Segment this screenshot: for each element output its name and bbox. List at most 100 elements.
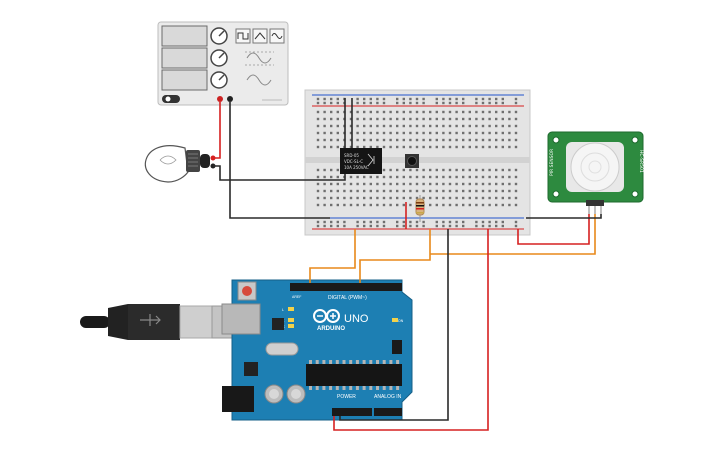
breadboard-hole[interactable] [382, 175, 386, 179]
breadboard-hole[interactable] [356, 224, 359, 228]
breadboard-hole[interactable] [422, 117, 425, 121]
breadboard-hole[interactable] [382, 189, 386, 193]
breadboard-hole[interactable] [475, 203, 478, 207]
pushbutton[interactable] [405, 154, 419, 168]
breadboard-hole[interactable] [508, 138, 511, 142]
breadboard-hole[interactable] [488, 224, 491, 228]
breadboard-hole[interactable] [363, 182, 366, 186]
breadboard-hole[interactable] [422, 124, 425, 128]
breadboard-hole[interactable] [363, 220, 366, 224]
breadboard-hole[interactable] [468, 168, 471, 172]
breadboard-hole[interactable] [415, 168, 419, 172]
breadboard-hole[interactable] [462, 175, 465, 179]
breadboard-hole[interactable] [462, 117, 465, 121]
breadboard-hole[interactable] [455, 138, 458, 142]
breadboard-hole[interactable] [448, 117, 452, 121]
breadboard-hole[interactable] [336, 189, 339, 193]
breadboard-hole[interactable] [363, 203, 366, 207]
breadboard-hole[interactable] [422, 182, 425, 186]
breadboard-hole[interactable] [409, 124, 412, 128]
breadboard-hole[interactable] [429, 168, 432, 172]
breadboard-hole[interactable] [369, 124, 372, 128]
wire-fn-gnd[interactable] [229, 102, 330, 219]
breadboard-hole[interactable] [336, 101, 339, 105]
breadboard-hole[interactable] [435, 182, 438, 186]
breadboard-hole[interactable] [363, 145, 366, 149]
breadboard-hole[interactable] [462, 196, 465, 200]
breadboard-hole[interactable] [389, 182, 392, 186]
breadboard-hole[interactable] [462, 110, 465, 114]
breadboard-hole[interactable] [363, 110, 366, 114]
breadboard-hole[interactable] [402, 224, 405, 228]
fn-positive-terminal[interactable] [217, 96, 223, 102]
breadboard-hole[interactable] [382, 110, 386, 114]
breadboard-hole[interactable] [369, 189, 372, 193]
breadboard-hole[interactable] [356, 182, 359, 186]
breadboard-hole[interactable] [343, 220, 346, 224]
breadboard-hole[interactable] [495, 97, 498, 101]
resistor[interactable] [415, 195, 425, 222]
breadboard-hole[interactable] [323, 175, 326, 179]
breadboard-hole[interactable] [422, 175, 425, 179]
breadboard-hole[interactable] [402, 124, 405, 128]
breadboard-hole[interactable] [409, 145, 412, 149]
breadboard-hole[interactable] [402, 131, 405, 135]
breadboard-hole[interactable] [442, 220, 445, 224]
breadboard-hole[interactable] [330, 124, 333, 128]
breadboard-hole[interactable] [435, 131, 438, 135]
breadboard-hole[interactable] [481, 124, 485, 128]
breadboard-hole[interactable] [442, 189, 445, 193]
breadboard-hole[interactable] [475, 124, 478, 128]
breadboard-hole[interactable] [336, 117, 339, 121]
breadboard-hole[interactable] [435, 124, 438, 128]
breadboard-hole[interactable] [363, 131, 366, 135]
breadboard-hole[interactable] [468, 203, 471, 207]
breadboard-hole[interactable] [508, 203, 511, 207]
breadboard-hole[interactable] [330, 220, 333, 224]
breadboard-hole[interactable] [448, 220, 452, 224]
breadboard-hole[interactable] [376, 97, 379, 101]
breadboard-hole[interactable] [475, 168, 478, 172]
breadboard-hole[interactable] [402, 117, 405, 121]
breadboard-hole[interactable] [462, 189, 465, 193]
breadboard-hole[interactable] [343, 203, 346, 207]
breadboard-hole[interactable] [422, 189, 425, 193]
breadboard-hole[interactable] [415, 131, 419, 135]
breadboard-hole[interactable] [316, 124, 320, 128]
breadboard-hole[interactable] [481, 110, 485, 114]
power-header[interactable] [332, 408, 372, 416]
breadboard-hole[interactable] [343, 224, 346, 228]
breadboard-hole[interactable] [396, 203, 399, 207]
breadboard-hole[interactable] [514, 138, 518, 142]
breadboard-hole[interactable] [448, 182, 452, 186]
breadboard-hole[interactable] [389, 189, 392, 193]
breadboard-hole[interactable] [442, 110, 445, 114]
breadboard-hole[interactable] [462, 97, 465, 101]
breadboard-hole[interactable] [396, 117, 399, 121]
breadboard-hole[interactable] [508, 110, 511, 114]
breadboard-hole[interactable] [508, 145, 511, 149]
pir-sensor[interactable]: PIR SENSOR HC-SR501 [547, 131, 644, 214]
breadboard-hole[interactable] [382, 182, 386, 186]
breadboard-hole[interactable] [336, 138, 339, 142]
breadboard-hole[interactable] [495, 110, 498, 114]
breadboard-hole[interactable] [382, 101, 386, 105]
breadboard-hole[interactable] [356, 189, 359, 193]
breadboard-hole[interactable] [382, 220, 386, 224]
breadboard-hole[interactable] [363, 101, 366, 105]
breadboard-hole[interactable] [316, 97, 320, 101]
breadboard-hole[interactable] [481, 220, 485, 224]
breadboard-hole[interactable] [369, 182, 372, 186]
breadboard-hole[interactable] [481, 101, 485, 105]
breadboard-hole[interactable] [363, 189, 366, 193]
breadboard-hole[interactable] [481, 138, 485, 142]
breadboard-hole[interactable] [336, 224, 339, 228]
breadboard-hole[interactable] [356, 101, 359, 105]
breadboard-hole[interactable] [369, 224, 372, 228]
breadboard-hole[interactable] [429, 131, 432, 135]
breadboard-hole[interactable] [455, 189, 458, 193]
breadboard-hole[interactable] [495, 203, 498, 207]
breadboard-hole[interactable] [455, 117, 458, 121]
wire-pir-out[interactable] [430, 214, 596, 255]
